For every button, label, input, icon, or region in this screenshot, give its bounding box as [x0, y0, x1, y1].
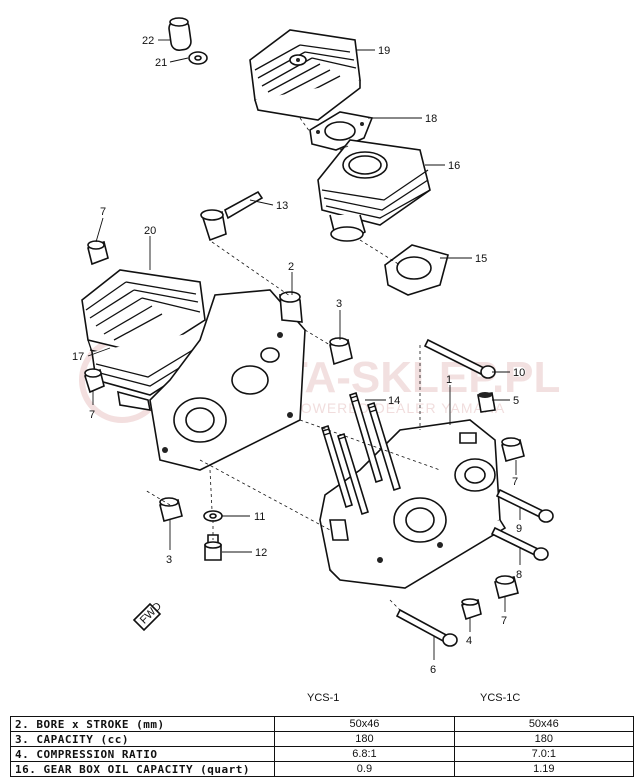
spec-value-ycs-1: 0.9	[274, 761, 455, 777]
spec-label: 4. COMPRESSION RATIO	[9, 746, 276, 762]
leader-lines	[87, 39, 521, 660]
part-1-right-crankcase	[319, 419, 507, 589]
spec-value-ycs-1: 50x46	[274, 716, 455, 732]
callout-8: 8	[516, 569, 522, 581]
part-16-cylinder	[317, 139, 431, 242]
part-19-cylinder-head	[249, 29, 361, 121]
table-row: 2. BORE x STROKE (mm) 50x46 50x46	[9, 716, 635, 732]
spec-table-section: YCS-1 YCS-1C 2. BORE x STROKE (mm) 50x46…	[9, 692, 638, 777]
callout-17: 17	[72, 351, 84, 363]
part-8-bolt	[490, 526, 549, 561]
spec-table: 2. BORE x STROKE (mm) 50x46 50x46 3. CAP…	[9, 716, 635, 777]
callout-3-b: 3	[166, 554, 172, 566]
callout-13: 13	[276, 200, 288, 212]
spec-label: 2. BORE x STROKE (mm)	[9, 716, 276, 732]
callout-1: 1	[446, 374, 452, 386]
callout-14: 14	[388, 395, 400, 407]
callout-4: 4	[466, 635, 472, 647]
callout-5: 5	[513, 395, 519, 407]
callout-20: 20	[144, 225, 156, 237]
callout-2: 2	[288, 261, 294, 273]
exploded-engine-diagram: MOTA-SKLEP.PL OFFICIAL POWERED DEALER YA…	[72, 17, 560, 676]
part-4-dowel	[461, 598, 482, 621]
column-header-ycs-1: YCS-1	[307, 692, 340, 704]
table-row: 4. COMPRESSION RATIO 6.8:1 7.0:1	[9, 746, 635, 762]
callout-16: 16	[448, 160, 460, 172]
callout-10: 10	[513, 367, 525, 379]
part-14-studs	[321, 391, 401, 516]
table-row: 16. GEAR BOX OIL CAPACITY (quart) 0.9 1.…	[9, 761, 635, 777]
part-9-bolt	[495, 488, 554, 523]
part-12-drain-bolt	[204, 534, 222, 561]
callout-9: 9	[516, 523, 522, 535]
front-direction-marker: FWD	[132, 600, 164, 632]
spec-value-ycs-1: 6.8:1	[274, 746, 455, 762]
spec-label: 3. CAPACITY (cc)	[9, 731, 276, 747]
part-3-dowel-b	[159, 497, 183, 522]
callout-11: 11	[254, 511, 265, 523]
callout-7-b: 7	[89, 409, 95, 421]
spec-value-ycs-1: 180	[274, 731, 455, 747]
callout-18: 18	[425, 113, 437, 125]
part-7-dowel-b	[84, 368, 105, 394]
callout-21: 21	[155, 57, 167, 69]
callout-6: 6	[430, 664, 436, 676]
part-15-base-gasket	[384, 244, 449, 296]
callout-22: 22	[142, 35, 154, 47]
assembly-lines	[144, 117, 441, 611]
spec-value-ycs-1c: 50x46	[453, 716, 635, 732]
part-7-dowel-d	[494, 575, 519, 599]
callout-numbers: 22 21 19 18 16 13 15 7 20 2 3 17 10 1 14…	[72, 35, 525, 676]
spec-value-ycs-1c: 7.0:1	[453, 746, 635, 762]
callout-15: 15	[475, 253, 487, 265]
part-7-dowel-c	[501, 437, 525, 462]
part-21-washer	[188, 51, 208, 65]
spec-label: 16. GEAR BOX OIL CAPACITY (quart)	[9, 761, 276, 777]
part-6-bolt	[395, 608, 458, 647]
callout-19: 19	[378, 45, 390, 57]
column-header-ycs-1c: YCS-1C	[480, 692, 521, 704]
part-3-dowel-a	[329, 337, 353, 366]
spec-value-ycs-1c: 1.19	[453, 761, 635, 777]
part-20-assembled-cylinder	[81, 269, 209, 396]
callout-7-a: 7	[100, 206, 106, 218]
callout-3-a: 3	[336, 298, 342, 310]
table-row: 3. CAPACITY (cc) 180 180	[9, 731, 635, 747]
part-2-left-crankcase	[117, 289, 306, 471]
part-5-cap	[477, 392, 496, 413]
part-13-plug	[200, 190, 264, 242]
spec-value-ycs-1c: 180	[453, 731, 635, 747]
callout-12: 12	[255, 547, 267, 559]
callout-7-d: 7	[501, 615, 507, 627]
part-7-dowel-a	[87, 240, 109, 266]
part-11-washer	[203, 510, 223, 522]
callout-7-c: 7	[512, 476, 518, 488]
part-10-bolt	[423, 338, 496, 379]
part-22-pin	[168, 17, 192, 52]
